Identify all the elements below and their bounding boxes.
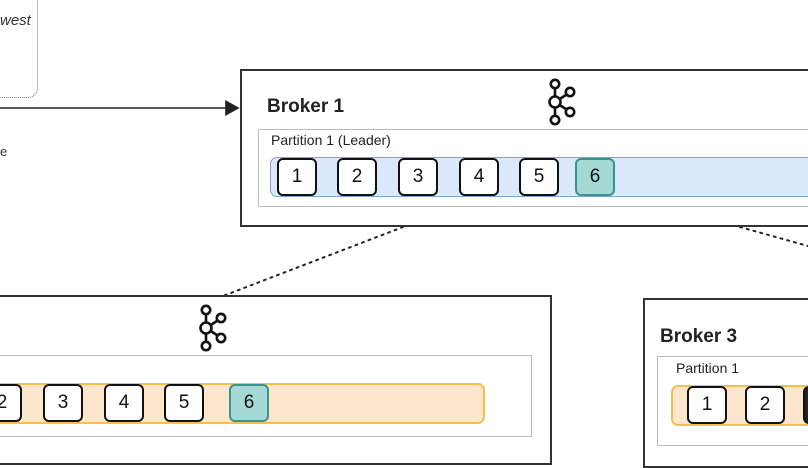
message-offset: 1 [277,158,317,196]
message-offset-latest: 6 [229,384,269,422]
message-offset-latest: 6 [575,158,615,196]
message-offset: 4 [104,384,144,422]
message-offset-partial [803,386,808,424]
message-offset: 1 [687,386,727,424]
replication-line-broker2 [222,226,404,297]
producer-box [0,0,38,98]
message-offset: 2 [0,384,22,422]
message-offset: 4 [459,158,499,196]
kafka-logo-icon [548,78,576,126]
message-offset: 3 [398,158,438,196]
broker-1-partition-label: Partition 1 (Leader) [271,132,391,148]
message-offset: 5 [519,158,559,196]
message-offset: 5 [164,384,204,422]
producer-label: west [0,12,31,29]
replication-line-broker3 [739,226,808,247]
broker-3-title: Broker 3 [660,326,738,347]
message-offset: 2 [337,158,377,196]
broker-3-partition-label: Partition 1 [676,360,740,376]
kafka-logo-icon [199,304,227,352]
message-offset: 3 [43,384,83,422]
broker-1-title: Broker 1 [267,96,345,117]
message-offset: 2 [745,386,785,424]
side-label: e [0,144,8,159]
